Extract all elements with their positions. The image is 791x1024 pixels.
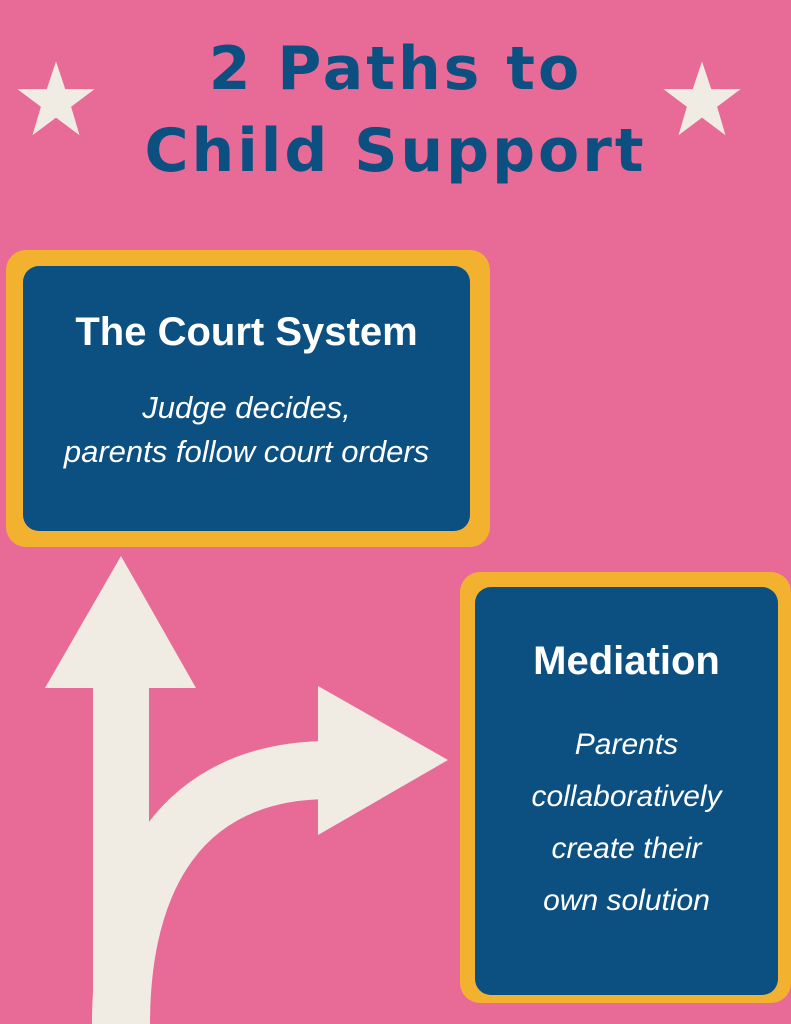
mediation-description: Parents collaboratively create their own…: [475, 719, 778, 927]
title-line-2: Child Support: [144, 116, 647, 186]
fork-arrow-icon: [45, 556, 448, 1024]
curve-arrow-shaft: [92, 741, 331, 1024]
mediation-description-line: collaboratively: [531, 780, 722, 813]
title-line-1: 2 Paths to: [208, 34, 583, 104]
mediation-description-line: Parents: [574, 728, 679, 761]
mediation-description-line: create their: [551, 832, 702, 865]
up-arrow-head: [45, 556, 196, 688]
right-arrow-head: [318, 686, 448, 835]
mediation-card: Mediation Parents collaboratively create…: [475, 587, 778, 995]
court-system-heading: The Court System: [75, 310, 418, 354]
page-title: 2 Paths to Child Support: [0, 28, 791, 192]
court-system-card: The Court System Judge decides, parents …: [23, 266, 470, 531]
mediation-description-line: own solution: [543, 884, 710, 917]
court-system-description-line: Judge decides,: [142, 390, 351, 425]
court-system-description-line: parents follow court orders: [63, 434, 430, 469]
court-system-description: Judge decides, parents follow court orde…: [23, 386, 470, 474]
star-icon-right: [663, 61, 741, 136]
star-icon-left: [17, 61, 95, 136]
mediation-heading: Mediation: [533, 639, 720, 683]
